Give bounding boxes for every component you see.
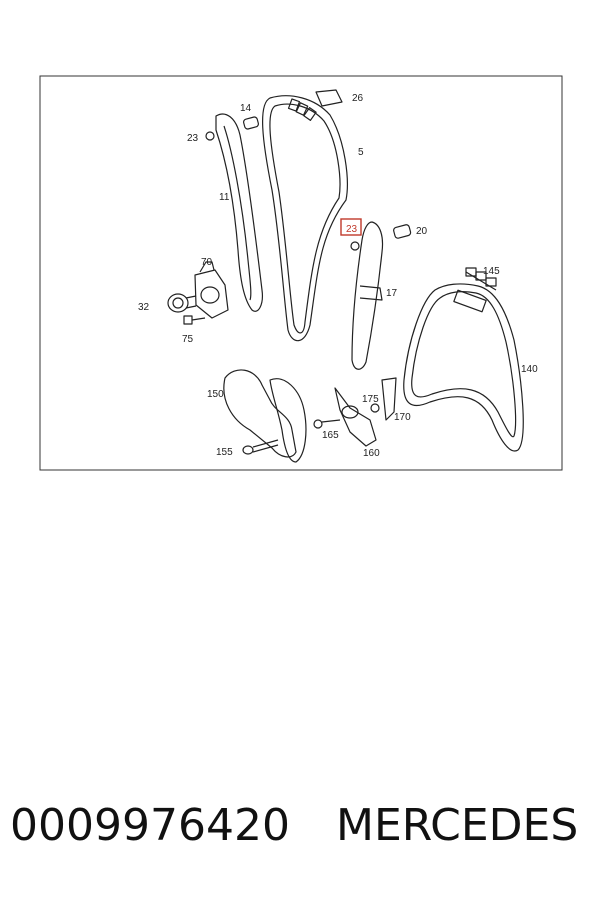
highlight-box (340, 218, 362, 236)
callout-75: 75 (182, 334, 194, 345)
chain-joint (453, 289, 487, 313)
bracket-170 (381, 377, 397, 421)
screw-75 (183, 315, 206, 325)
sprocket-145 (465, 267, 497, 291)
callout-23-left: 23 (187, 133, 199, 144)
lower-tensioning-rail (223, 369, 307, 463)
callout-labels: 14 26 23 5 11 23 20 70 145 32 17 75 140 … (138, 93, 538, 459)
tensioner-160 (334, 387, 377, 447)
callout-145: 145 (483, 266, 500, 277)
guide-rail (351, 221, 384, 370)
oil-pump-chain (403, 283, 524, 452)
callout-165: 165 (322, 430, 339, 441)
tensioning-rail (215, 113, 263, 312)
sleeve-20 (393, 224, 412, 239)
callout-155: 155 (216, 447, 233, 458)
parts-exploded-diagram: 14 26 23 5 11 23 20 70 145 32 17 75 140 … (39, 75, 563, 471)
timing-chain-inner (269, 103, 341, 334)
timing-chain (262, 95, 348, 342)
callout-70: 70 (201, 257, 213, 268)
brand-name: MERCEDES (336, 800, 579, 851)
callout-32: 32 (138, 302, 150, 313)
clip-26 (315, 89, 343, 107)
callout-5: 5 (358, 147, 364, 158)
diagram-frame (39, 75, 563, 471)
part-number: 0009976420 (10, 800, 290, 851)
callout-140: 140 (521, 364, 538, 375)
chain-links (287, 98, 317, 121)
guide-rail-bracket (359, 285, 383, 301)
callout-160: 160 (363, 448, 380, 459)
tensioning-rail-inner (223, 125, 252, 301)
bolt-165 (313, 419, 341, 429)
nut-175 (370, 403, 380, 413)
nut-23-right (350, 241, 360, 251)
chain-tensioner (194, 261, 229, 319)
callout-23-highlighted: 23 (346, 224, 358, 235)
oil-pump-chain-inner (411, 291, 517, 438)
product-caption: 0009976420 MERCEDES (0, 800, 600, 860)
bolt-155 (242, 439, 279, 455)
callout-150: 150 (207, 389, 224, 400)
tensioner-bolt (167, 293, 197, 313)
callout-20: 20 (416, 226, 428, 237)
callout-11: 11 (219, 192, 230, 203)
callout-26: 26 (352, 93, 364, 104)
callout-175: 175 (362, 394, 379, 405)
callout-17: 17 (386, 288, 398, 299)
callout-14: 14 (240, 103, 252, 114)
sleeve-14 (243, 116, 259, 130)
nut-23-left (205, 131, 215, 141)
callout-170: 170 (394, 412, 411, 423)
